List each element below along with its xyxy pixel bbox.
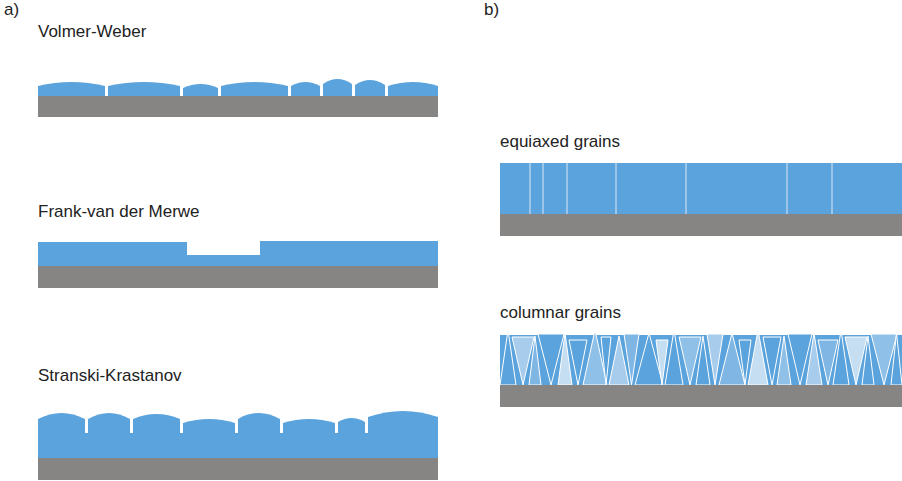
grain — [891, 333, 902, 385]
island — [88, 413, 130, 433]
island — [38, 413, 85, 433]
island — [183, 419, 235, 433]
grain-boundary — [686, 163, 687, 214]
island — [238, 413, 280, 433]
island — [338, 418, 365, 433]
grain — [862, 336, 874, 385]
grain-boundary — [616, 163, 617, 214]
layer-film — [38, 241, 438, 266]
island — [38, 82, 105, 96]
substrate — [38, 458, 438, 480]
substrate — [500, 385, 902, 407]
grain-boundary — [530, 163, 531, 214]
stranski-krastanov-islands — [38, 411, 438, 433]
island — [388, 82, 438, 96]
grain-type: equiaxed grains — [500, 132, 620, 152]
island — [221, 82, 288, 96]
island — [291, 82, 320, 96]
island — [355, 80, 385, 96]
substrate — [38, 96, 438, 117]
island — [133, 414, 180, 433]
mode-name: Stranski-Krastanov — [38, 366, 182, 386]
grain — [696, 336, 710, 385]
grain — [529, 336, 541, 385]
wetting-layer — [38, 433, 438, 458]
grain-boundary — [832, 163, 833, 214]
grain — [601, 337, 611, 385]
island — [108, 82, 180, 96]
island — [283, 419, 335, 433]
island — [183, 84, 218, 96]
grain-boundary — [543, 163, 544, 214]
volmer-weber-islands — [38, 79, 438, 96]
mode-name: Frank-van der Merwe — [38, 202, 200, 222]
grain-type: columnar grains — [500, 303, 621, 323]
island — [323, 79, 352, 96]
grain-boundary — [787, 163, 788, 214]
grain — [777, 336, 791, 385]
mode-name: Volmer-Weber — [38, 22, 146, 42]
island — [368, 411, 438, 433]
grain-boundaries — [530, 163, 832, 214]
equiaxed-film — [500, 163, 902, 214]
grain-boundary — [567, 163, 568, 214]
columnar-grains — [500, 330, 902, 385]
substrate — [38, 266, 438, 288]
panel-letter: b) — [484, 0, 499, 20]
panel-letter: a) — [4, 0, 19, 20]
substrate — [500, 214, 902, 236]
